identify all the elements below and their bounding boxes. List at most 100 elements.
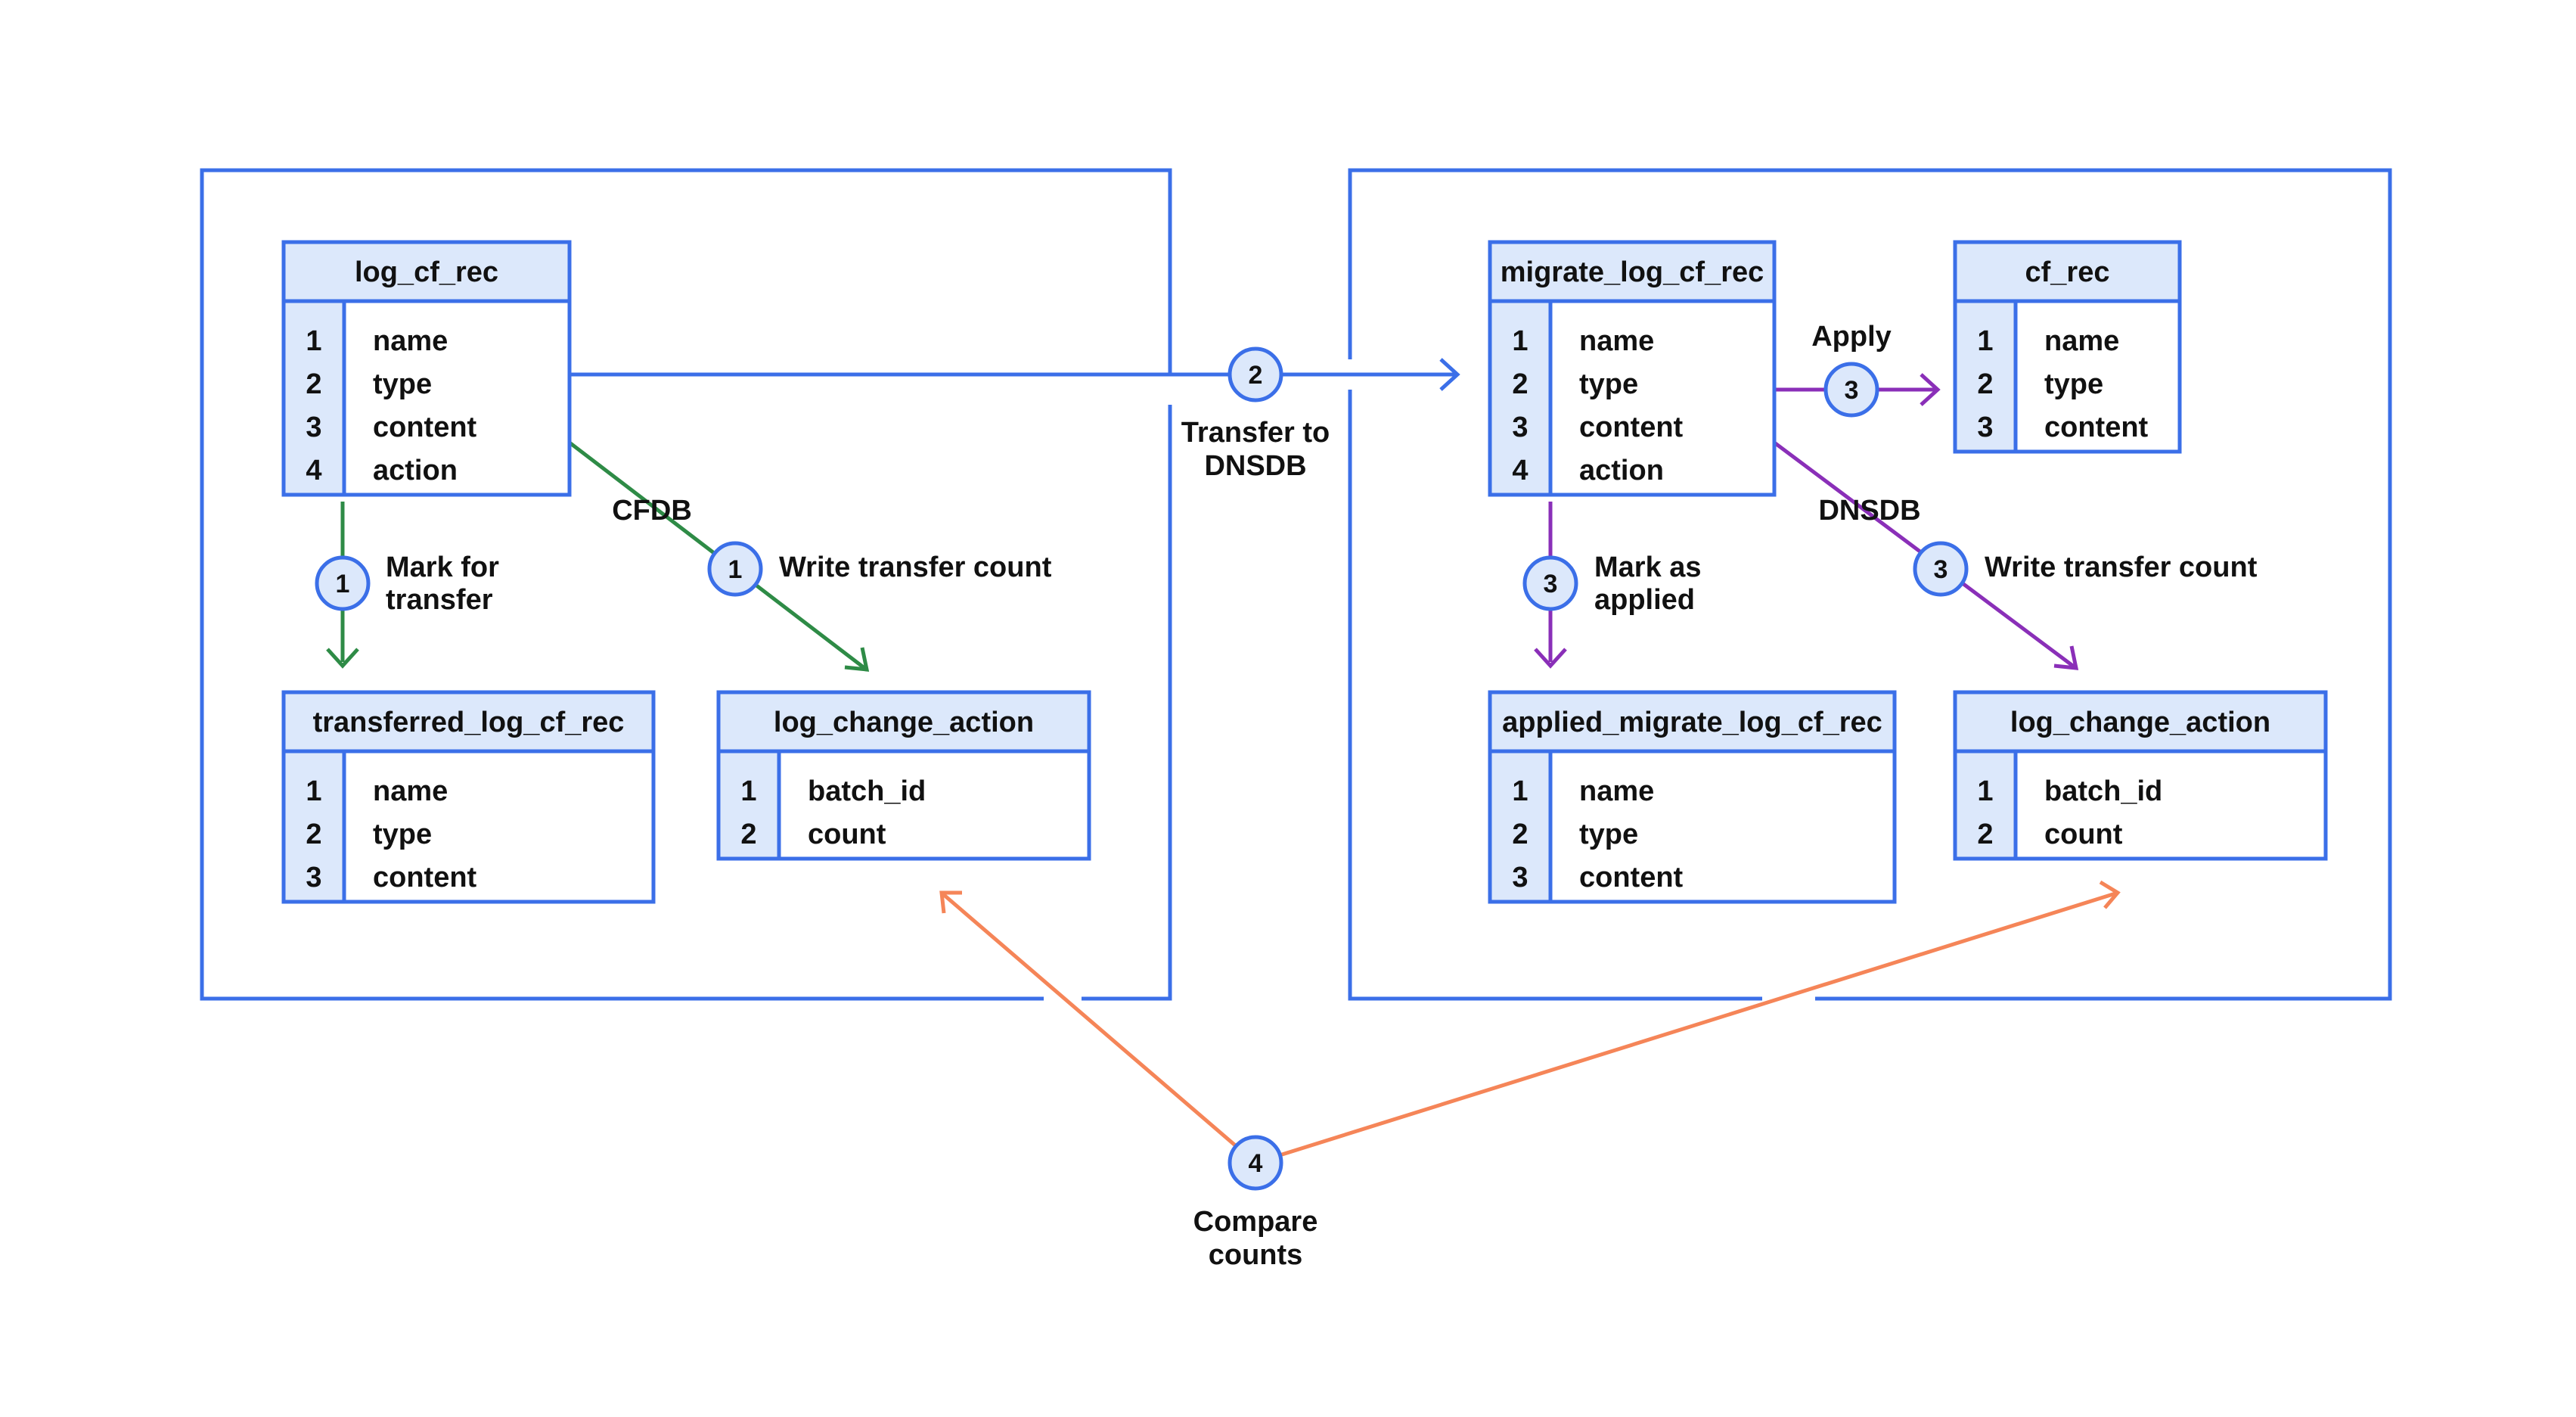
badge-apply[interactable]: 3 xyxy=(1823,362,1879,418)
table-title: migrate_log_cf_rec xyxy=(1501,256,1764,288)
table-header xyxy=(1953,690,2328,754)
table-row-field: name xyxy=(1579,325,1654,357)
table-title: log_change_action xyxy=(2010,707,2270,738)
compare-label-line1: Compare xyxy=(1193,1206,1318,1238)
table-row-number-column xyxy=(1488,749,1553,904)
table-row-field: content xyxy=(373,412,477,443)
cf-write-count-label: Write transfer count xyxy=(779,552,1052,583)
table-row-field: count xyxy=(2044,819,2123,850)
badge-number: 3 xyxy=(1845,376,1859,405)
badge-number: 2 xyxy=(1249,361,1263,390)
dns-write-count-label: Write transfer count xyxy=(1985,552,2258,583)
table-row-number-column xyxy=(1953,299,2018,454)
table-row-number: 4 xyxy=(1512,455,1528,486)
badge-number: 3 xyxy=(1544,570,1558,598)
table-row-field: type xyxy=(1579,368,1638,400)
badge-dns-write-count[interactable]: 3 xyxy=(1913,541,1969,597)
table-row-number: 2 xyxy=(1512,819,1528,850)
compare-label-line2: counts xyxy=(1209,1239,1303,1271)
table-row-number: 1 xyxy=(1977,775,1993,807)
cfdb-container xyxy=(200,168,1172,1001)
table-row-number: 2 xyxy=(1977,368,1993,400)
table-row-field: action xyxy=(373,455,458,486)
table-row-number: 1 xyxy=(1512,775,1528,807)
table-row-number: 3 xyxy=(1512,862,1528,893)
table-header xyxy=(281,690,656,754)
table-title: transferred_log_cf_rec xyxy=(313,707,625,738)
table-row-field: name xyxy=(373,325,448,357)
table-applied-migrate-log-cf-rec: applied_migrate_log_cf_rec 1 name 2 type 3 con… xyxy=(1488,690,1897,904)
table-row-field: type xyxy=(373,819,432,850)
mark-as-applied-label-line2: applied xyxy=(1594,584,1695,616)
table-row-field: count xyxy=(808,819,886,850)
mark-as-applied-arrowhead xyxy=(1534,648,1567,669)
table-row-field: content xyxy=(1579,862,1684,893)
compare-right-line xyxy=(1255,891,2116,1165)
transfer-label-line1: Transfer to xyxy=(1181,417,1330,449)
compare-left-arrowhead xyxy=(939,890,962,914)
badge-mark-for-transfer[interactable]: 1 xyxy=(315,555,371,611)
table-row-number: 3 xyxy=(306,412,321,443)
table-row-field: name xyxy=(1579,775,1654,807)
compare-right-arrowhead xyxy=(2099,880,2121,909)
mark-for-transfer-label-line2: transfer xyxy=(386,584,493,616)
table-row-number: 2 xyxy=(740,819,756,850)
table-row-field: batch_id xyxy=(2044,775,2162,807)
apply-label: Apply xyxy=(1811,321,1892,353)
table-row-field: content xyxy=(373,862,477,893)
table-title: cf_rec xyxy=(2025,256,2110,288)
table-row-number: 2 xyxy=(306,819,321,850)
table-row-number-column xyxy=(1488,299,1553,497)
cf-write-count-arrowhead xyxy=(844,647,870,672)
table-row-number: 1 xyxy=(740,775,756,807)
mark-as-applied-label-line1: Mark as xyxy=(1594,552,1702,583)
table-row-number: 3 xyxy=(306,862,321,893)
badge-number: 1 xyxy=(336,570,350,598)
table-row-field: content xyxy=(2044,412,2149,443)
badge-mark-as-applied[interactable]: 3 xyxy=(1522,555,1578,611)
table-title: applied_migrate_log_cf_rec xyxy=(1502,707,1882,738)
table-log-change-action-dnsdb: log_change_action 1 batch_id 2 count xyxy=(1953,690,2328,861)
table-header xyxy=(281,240,572,303)
table-header xyxy=(1488,690,1897,754)
table-row-field: batch_id xyxy=(808,775,926,807)
apply-arrowhead xyxy=(1920,373,1941,406)
table-header xyxy=(1488,240,1777,303)
dns-write-count-arrowhead xyxy=(2053,645,2079,670)
table-row-field: type xyxy=(373,368,432,400)
table-row-number: 1 xyxy=(1512,325,1528,357)
tables-layer: log_cf_rec 1 name 2 type 3 content 4 action trans… xyxy=(281,240,2328,904)
badge-transfer[interactable]: 2 xyxy=(1227,346,1283,402)
table-header xyxy=(1953,240,2182,303)
table-row-number: 4 xyxy=(306,455,321,486)
table-row-number-column xyxy=(716,749,781,861)
mark-for-transfer-arrowhead xyxy=(326,648,359,669)
table-row-number: 3 xyxy=(1977,412,1993,443)
table-row-number: 2 xyxy=(306,368,321,400)
badge-compare[interactable]: 4 xyxy=(1227,1135,1283,1191)
table-title: log_cf_rec xyxy=(355,256,498,288)
mark-for-transfer-label-line1: Mark for xyxy=(386,552,499,583)
transfer-label-line2: DNSDB xyxy=(1204,450,1306,482)
table-log-change-action-cfdb: log_change_action 1 batch_id 2 count xyxy=(716,690,1091,861)
compare-left-line xyxy=(942,893,1257,1164)
table-row-number: 3 xyxy=(1512,412,1528,443)
cfdb-label: CFDB xyxy=(612,495,692,527)
table-title: log_change_action xyxy=(774,707,1034,738)
badge-number: 1 xyxy=(728,555,743,584)
badge-number: 4 xyxy=(1249,1149,1263,1178)
badge-number: 3 xyxy=(1934,555,1948,584)
table-row-number: 1 xyxy=(306,775,321,807)
table-row-number: 2 xyxy=(1512,368,1528,400)
dnsdb-label: DNSDB xyxy=(1818,495,1920,527)
table-row-field: type xyxy=(1579,819,1638,850)
table-row-number: 2 xyxy=(1977,819,1993,850)
badge-cf-write-count[interactable]: 1 xyxy=(707,541,763,597)
table-row-number-column xyxy=(1953,749,2018,861)
table-row-number-column xyxy=(281,749,346,904)
table-row-number-column xyxy=(281,299,346,497)
